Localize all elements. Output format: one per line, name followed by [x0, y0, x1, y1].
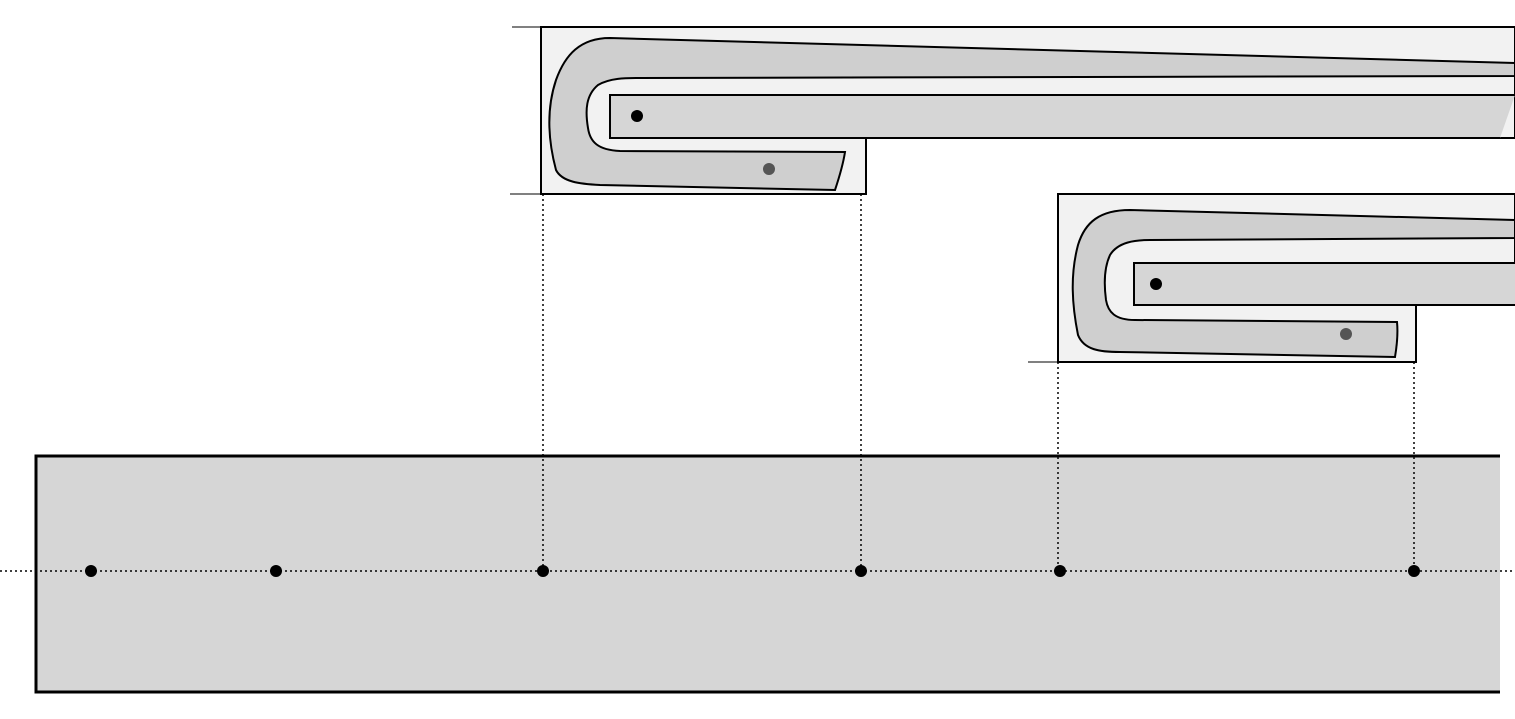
folded-band	[548, 36, 1515, 192]
panel-1	[510, 26, 1515, 195]
base-slab	[34, 454, 1500, 694]
inner-bar	[609, 94, 1515, 139]
baseline-points	[85, 565, 1420, 577]
baseline-point	[537, 565, 549, 577]
folded-band	[1071, 208, 1515, 359]
inner-bar	[1133, 262, 1515, 306]
baseline-point	[1054, 565, 1066, 577]
anchor-point	[631, 110, 643, 122]
panel-2	[1028, 193, 1515, 363]
baseline-point	[85, 565, 97, 577]
anchor-point	[1150, 278, 1162, 290]
baseline-point	[855, 565, 867, 577]
baseline-point	[270, 565, 282, 577]
baseline-point	[1408, 565, 1420, 577]
end-point	[763, 163, 775, 175]
end-point	[1340, 328, 1352, 340]
